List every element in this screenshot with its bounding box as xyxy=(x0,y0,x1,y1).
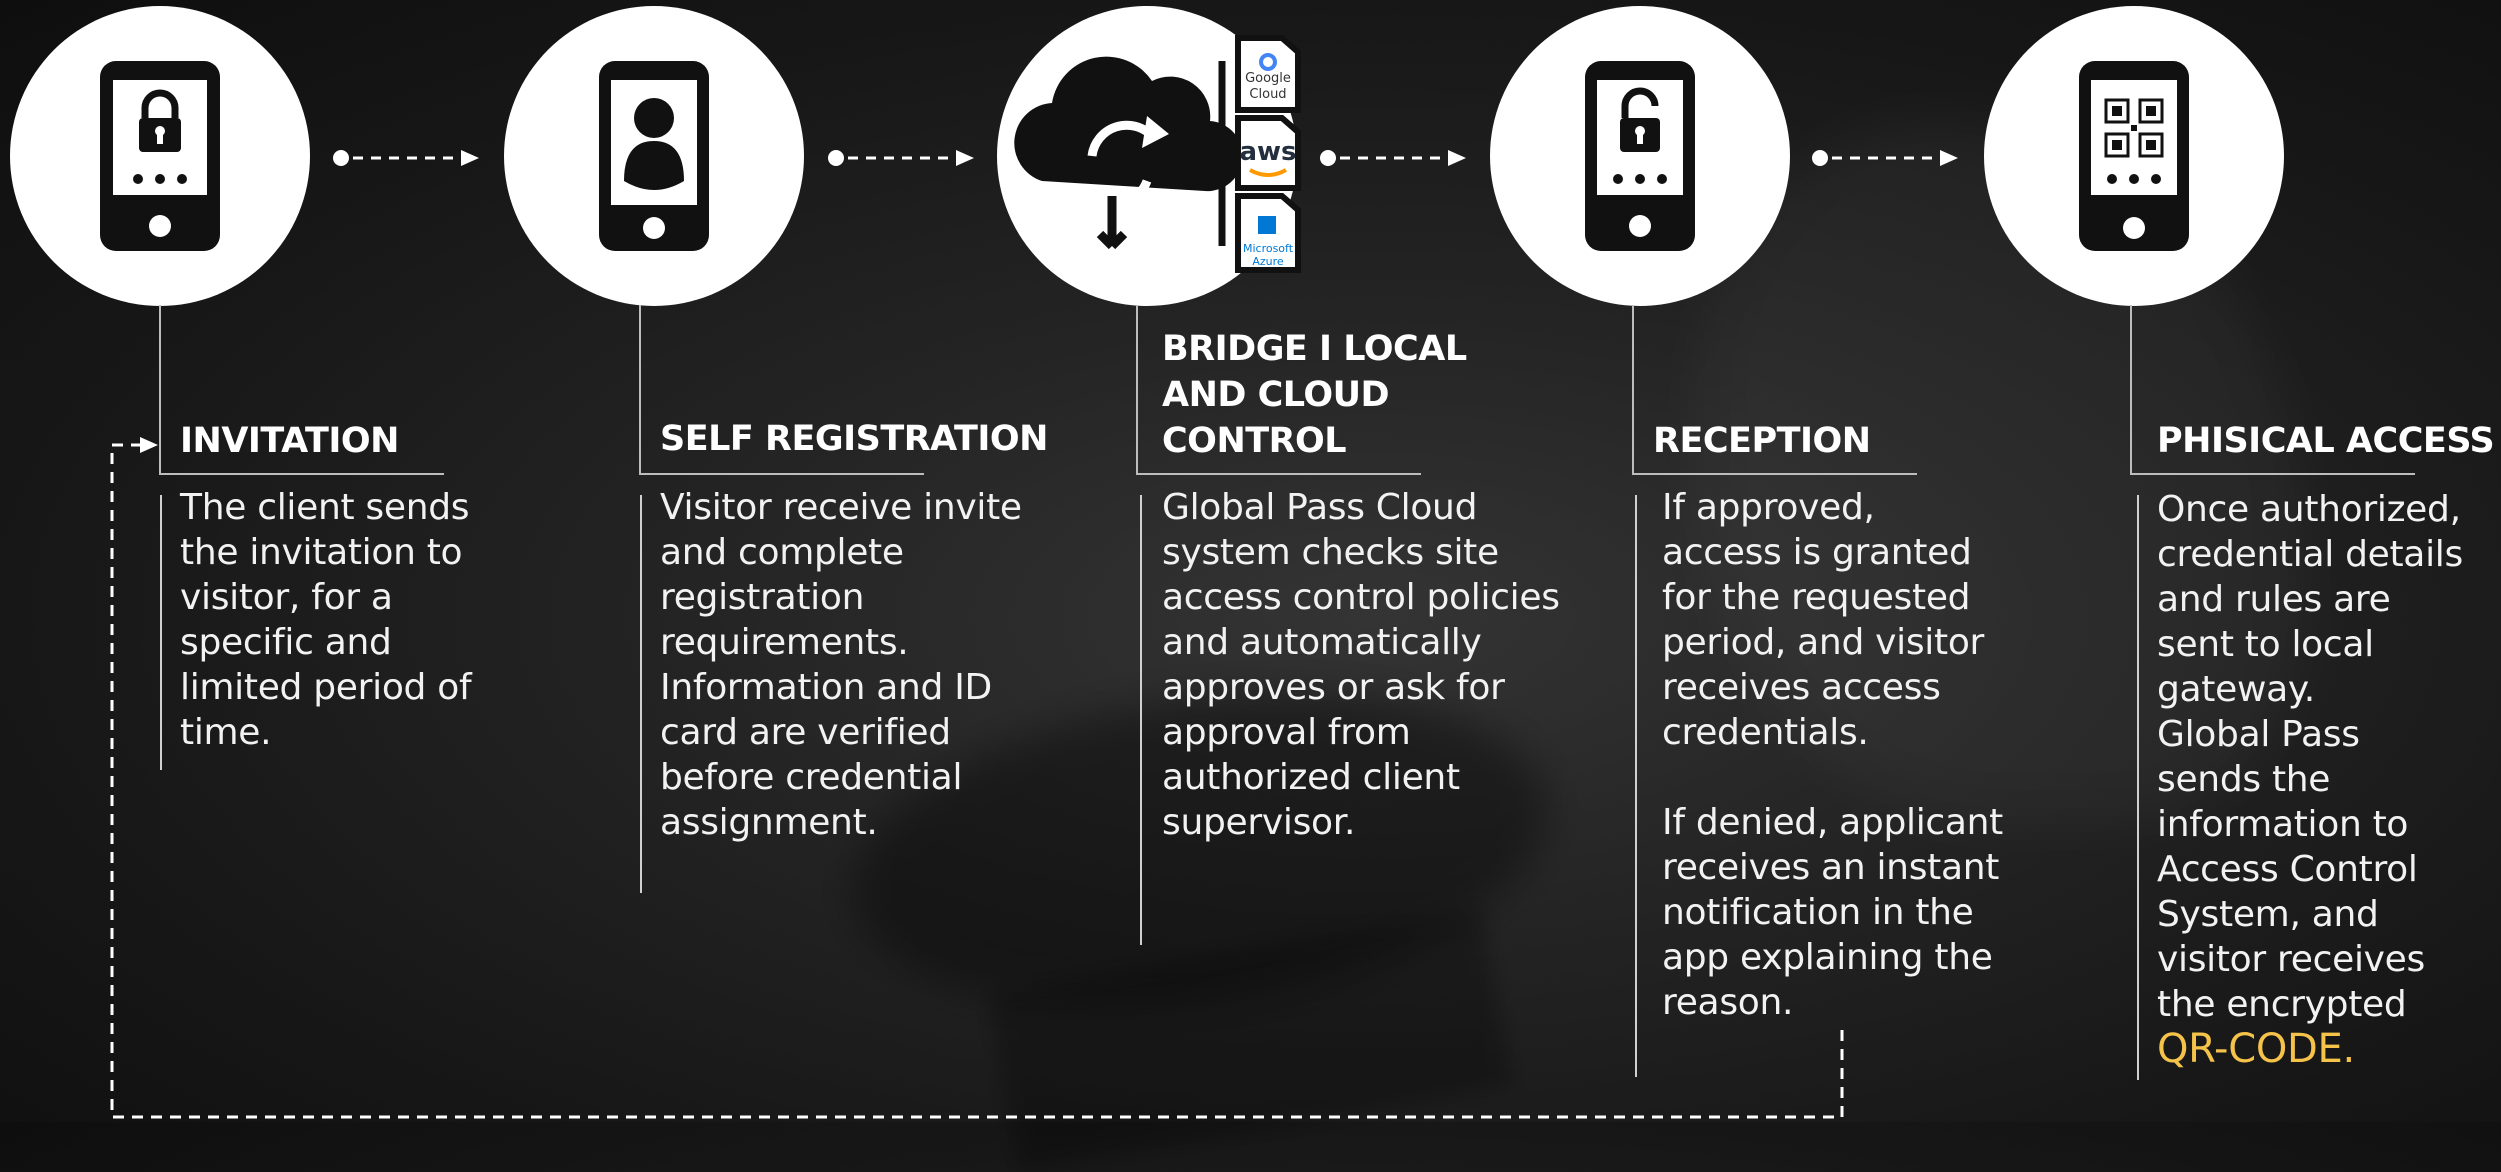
connector-line xyxy=(1136,305,1138,475)
cloud-providers: Google Cloud aws Microsoft Azure xyxy=(1235,35,1301,273)
title-underline xyxy=(159,473,444,475)
phone-user-icon xyxy=(599,61,709,251)
feedback-loop-arrow xyxy=(110,437,1844,1119)
step-4-description: If approved, access is granted for the r… xyxy=(1662,487,2003,1023)
title-underline xyxy=(2130,473,2415,475)
google-cloud-logo-text: Google xyxy=(1245,71,1291,86)
title-underline xyxy=(639,473,924,475)
phone-lock-icon xyxy=(100,61,220,251)
flow-arrow xyxy=(333,150,479,166)
flow-arrow xyxy=(1320,150,1466,166)
step-5-title: PHISICAL ACCESS xyxy=(2157,421,2495,461)
phone-unlock-icon xyxy=(1585,61,1695,251)
step-4-title: RECEPTION xyxy=(1653,421,1871,461)
step-3-title: BRIDGE I LOCAL AND CLOUD CONTROL xyxy=(1162,329,1467,461)
connector-line xyxy=(639,305,641,475)
connector-line xyxy=(1632,305,1634,475)
step-1-title: INVITATION xyxy=(180,421,399,461)
svg-text:Azure: Azure xyxy=(1252,255,1284,268)
google-cloud-card: Google Cloud xyxy=(1235,35,1301,113)
step-3-description: Global Pass Cloud system checks site acc… xyxy=(1162,487,1560,843)
azure-card: Microsoft Azure xyxy=(1235,193,1301,273)
step-2-title: SELF REGISTRATION xyxy=(660,419,1048,459)
description-line xyxy=(1140,495,1142,945)
step-5-description: Once authorized, credential details and … xyxy=(2157,489,2463,1025)
aws-card: aws xyxy=(1235,115,1301,191)
azure-logo-text: Microsoft xyxy=(1243,242,1294,255)
connector-line xyxy=(2130,305,2132,475)
description-line xyxy=(160,495,162,770)
flow-arrow xyxy=(828,150,974,166)
step-1-description: The client sends the invitation to visit… xyxy=(180,487,472,753)
step-5-circle xyxy=(1984,6,2284,306)
phone-qr-icon xyxy=(2079,61,2189,251)
connector-line xyxy=(159,305,161,475)
svg-text:Cloud: Cloud xyxy=(1249,87,1286,102)
step-4-circle xyxy=(1490,6,1790,306)
title-underline xyxy=(1632,473,1917,475)
title-underline xyxy=(1136,473,1421,475)
cloud-sync-icon xyxy=(1014,56,1243,250)
aws-logo-text: aws xyxy=(1239,137,1296,167)
description-line xyxy=(1635,495,1637,1077)
description-line xyxy=(640,495,642,893)
flow-arrow xyxy=(1812,150,1958,166)
step-2-circle xyxy=(504,6,804,306)
qr-code-highlight: QR-CODE. xyxy=(2157,1026,2355,1072)
step-1-circle xyxy=(10,6,310,306)
step-5-text: Once authorized, credential details and … xyxy=(2157,487,2463,1072)
description-line xyxy=(2137,495,2139,1080)
step-2-description: Visitor receive invite and complete regi… xyxy=(660,487,1022,843)
